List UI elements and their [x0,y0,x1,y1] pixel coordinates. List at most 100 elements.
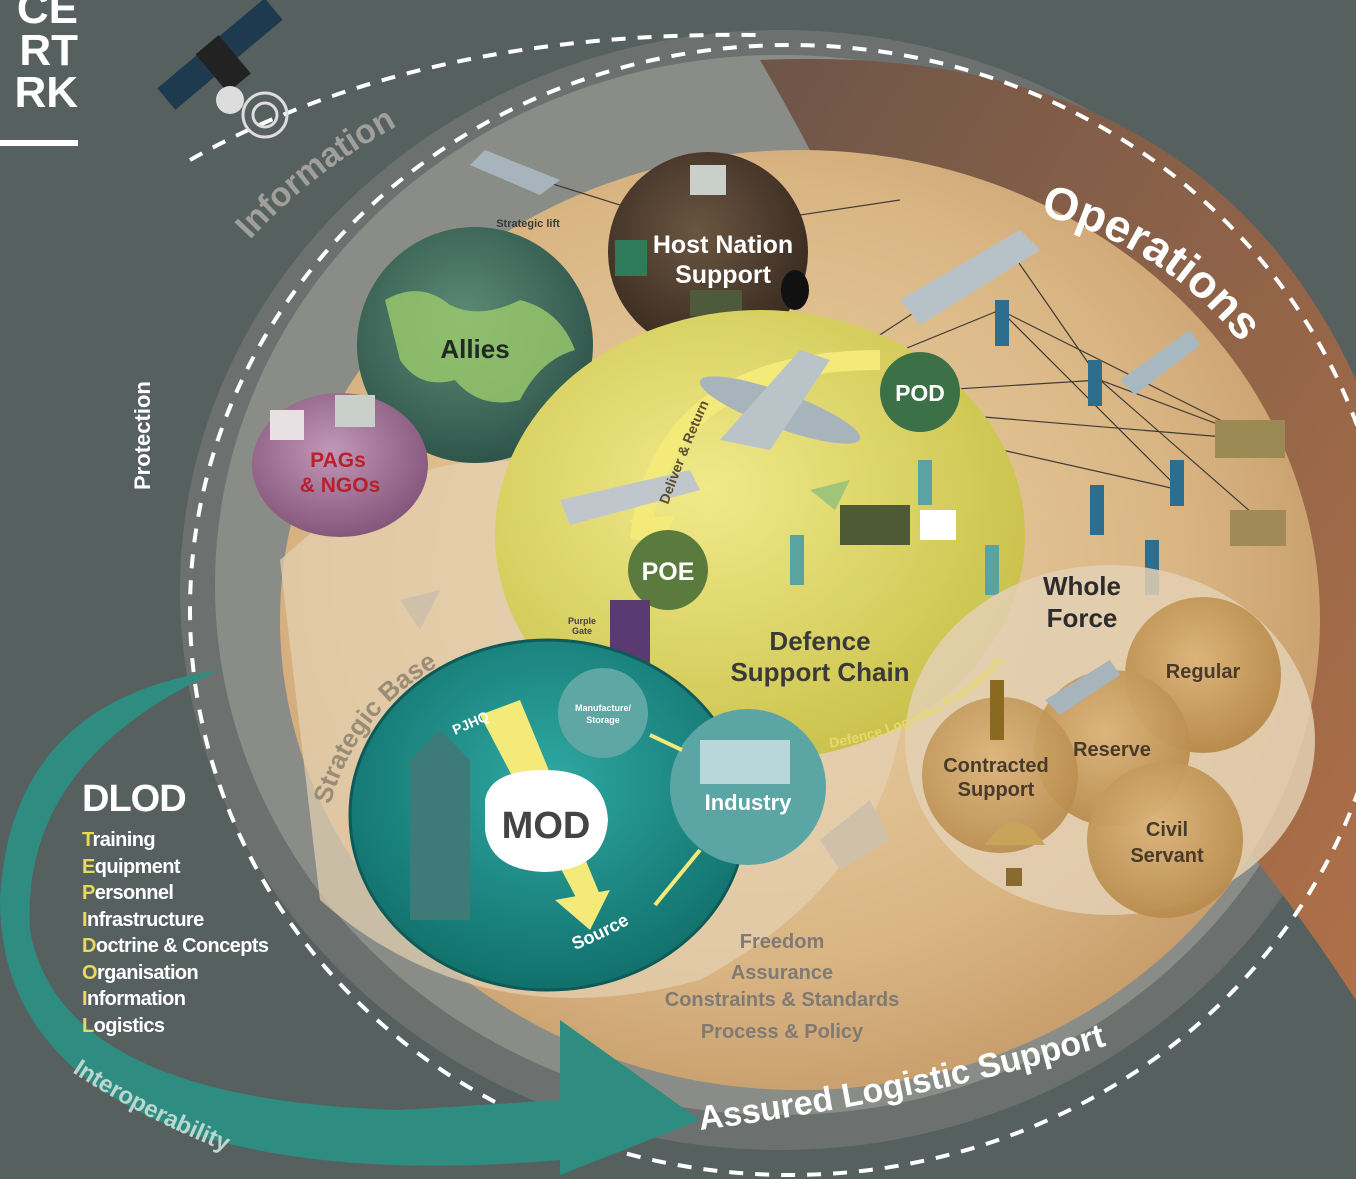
dlod-panel: DLOD Training Equipment Personnel Infras… [82,778,269,1040]
strategic-lift-plane-icon [470,150,560,195]
contracted-support-label-2: Support [958,779,1035,801]
industry-source-link [653,848,702,907]
supply-truck-icon [1230,510,1286,546]
host-nation-label-1: Host Nation [653,231,793,259]
dlod-initial: O [82,961,98,984]
strategic-lift-label: Strategic lift [496,218,560,230]
dlod-initial: P [82,882,95,904]
host-nation-label-2: Support [675,261,771,289]
dlod-list: Training Equipment Personnel Infrastruct… [82,827,269,1040]
whole-force-label-1: Whole [1043,571,1121,601]
principle-process-policy: Process & Policy [701,1021,864,1043]
dlod-item: Infrastructure [82,907,268,934]
building-icon [690,165,726,195]
fighter-jet-icon [1120,330,1200,395]
purple-gate-label-1: Purple [568,616,596,626]
dlod-initial: E [82,855,95,878]
corner-title-line-3: RK [14,68,78,117]
pags-label-1: PAGs [310,449,366,472]
dlod-initial: D [82,935,96,957]
dlod-rest: nformation [86,988,186,1010]
mod-label: MOD [502,805,591,847]
warship-icon [900,230,1040,325]
dlod-item: Doctrine & Concepts [82,933,269,960]
dlod-rest: octrine & Concepts [95,935,269,957]
dlod-rest: raining [92,829,156,851]
dlod-rest: quipment [94,855,181,878]
corner-title: CE RT RK [0,0,78,117]
corner-title-line-2: RT [19,26,78,75]
contractor-plane-icon [1045,660,1120,715]
pags-label-2: & NGOs [300,474,381,497]
principle-freedom: Freedom [740,931,824,953]
dlod-rest: nfrastructure [86,908,204,931]
industry-label: Industry [705,790,793,815]
manufacture-storage-label-1: Manufacture/ [575,703,632,713]
regular-label: Regular [1166,661,1241,683]
allies-label: Allies [440,334,509,364]
poe-label: POE [642,558,695,586]
dlod-item: Organisation [82,960,268,987]
strategic-base-arrow-left [400,590,440,630]
dlod-rest: ersonnel [94,882,174,904]
poe-circle [628,530,708,610]
dlod-arrow [0,670,700,1175]
principle-assurance: Assurance [731,962,833,984]
industry-circle [670,709,826,865]
dlod-initial: L [82,1014,94,1037]
supply-arrow-icon [810,480,850,510]
whole-force-label-2: Force [1047,603,1118,633]
crate-icon [335,395,375,427]
manufacture-storage-circle [558,668,648,758]
parachute-icon [985,822,1045,845]
reserve-label: Reserve [1073,739,1151,761]
contracted-support-bubble [922,697,1078,853]
dlod-initial: I [82,908,88,931]
civil-servant-label-2: Servant [1130,845,1204,867]
aid-box-icon [615,240,647,276]
dlod-item: Logistics [82,1013,268,1040]
corner-title-line-1: CE [16,0,78,33]
pod-label: POD [895,380,945,406]
dlod-title: DLOD [82,778,187,820]
strategic-base-arrow-right [820,800,890,870]
dlod-rest: ogistics [93,1014,165,1037]
pod-circle [880,352,960,432]
fuel-barrel-icon [781,270,809,310]
support-personnel-icons [790,460,999,595]
outer-dashed-border [188,43,1356,1177]
ship-icon [560,470,700,525]
civil-servant-bubble [1087,762,1243,918]
medical-kit-icon [920,510,956,540]
satellite-icon [157,0,289,139]
dlod-rest: rganisation [96,961,199,984]
top-dashed-border [189,32,761,162]
dlod-item: Personnel [82,880,268,907]
defence-support-chain-label-2: Support Chain [730,657,909,687]
principle-constraints-standards: Constraints & Standards [665,989,899,1011]
pjhq-source-arrowhead [555,890,610,930]
manufacture-storage-label-2: Storage [586,715,620,725]
manufacture-industry-link [649,733,683,752]
defence-support-chain-label-1: Defence [769,626,870,656]
dlod-initial: T [82,829,93,851]
military-truck-icon [840,505,910,545]
tent-icon [270,410,304,440]
civil-servant-label-1: Civil [1146,819,1188,841]
contracted-support-label-1: Contracted [943,755,1049,777]
dlod-item: Training [82,827,268,854]
world-map-icon [385,291,575,403]
transport-plane-icon [699,350,861,450]
factory-icon [700,740,790,784]
purple-gate-label-2: Gate [572,626,592,636]
airdrop-crate-icon [1006,868,1022,886]
host-nation-support-circle [608,152,808,352]
dlod-initial: I [82,988,88,1010]
armoured-vehicle-icon [1215,420,1285,458]
mod-bubble [485,770,608,872]
dlod-item: Equipment [82,854,268,881]
big-ben-icon [410,730,470,920]
dlod-item: Information [82,986,268,1013]
